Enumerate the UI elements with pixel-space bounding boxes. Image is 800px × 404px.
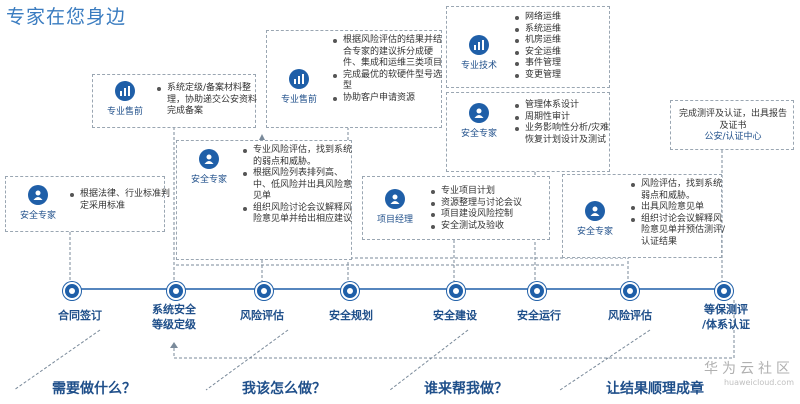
box-item: 出具风险意见单	[631, 202, 729, 214]
stage-certification: 等保测评 /体系认证	[701, 303, 751, 331]
timeline-node	[528, 282, 546, 300]
role-presales: 专业售前	[93, 81, 157, 117]
info-box-operations-tech: 专业技术 网络运维 系统运维 机房运维 安全运维 事件管理 变更管理	[446, 6, 610, 88]
user-icon	[585, 201, 605, 221]
chart-icon	[115, 81, 135, 101]
timeline-node	[715, 282, 733, 300]
box-item: 专业项目计划	[431, 186, 557, 198]
box-item: 管理体系设计	[515, 100, 617, 112]
timeline-node	[621, 282, 639, 300]
box-item: 专业风险评估，找到系统的弱点和威胁。	[243, 145, 355, 168]
box-item: 周期性审计	[515, 112, 617, 124]
watermark-brand: 华为云社区	[704, 361, 794, 377]
info-box-risk-assessment: 安全专家 专业风险评估，找到系统的弱点和威胁。 根据风险列表排列高、中、低风险并…	[176, 140, 352, 260]
box-item: 完成最优的软硬件型号选型	[333, 70, 447, 93]
timeline-node	[63, 282, 81, 300]
stage-construction: 安全建设	[433, 309, 477, 322]
timeline-node	[447, 282, 465, 300]
stage-grading: 系统安全 等级定级	[152, 303, 196, 331]
box-item: 系统定级/备案材料整理，协助递交公安资料完成备案	[157, 83, 261, 118]
user-icon	[28, 185, 48, 205]
role-project-manager: 项目经理	[363, 189, 427, 225]
role-presales: 专业售前	[267, 69, 331, 105]
box-item: 组织讨论会议解释风险意见单并预估测评/认证结果	[631, 214, 729, 249]
user-icon	[385, 189, 405, 209]
info-box-operations-expert: 安全专家 管理体系设计 周期性审计 业务影响性分析/灾难恢复计划设计及测试	[446, 92, 610, 172]
question-what: 需要做什么？	[52, 381, 136, 397]
box-item: 根据风险列表排列高、中、低风险并出具风险意见单	[243, 168, 355, 203]
info-box-standard: 安全专家 根据法律、行业标准判定采用标准	[5, 176, 170, 232]
box-item: 根据法律、行业标准判定采用标准	[70, 189, 171, 211]
stage-contract: 合同签订	[58, 309, 102, 322]
box-item: 机房运维	[515, 35, 615, 47]
role-security-expert: 安全专家	[447, 103, 511, 139]
box-item: 根据风险评估的结果并结合专家的建议拆分成硬件、集成和运维三类项目	[333, 35, 447, 70]
stage-operation: 安全运行	[517, 309, 561, 322]
info-box-construction: 项目经理 专业项目计划 资源整理与讨论会议 项目建设风险控制 安全测试及验收	[362, 176, 550, 240]
question-how: 我该怎么做？	[242, 381, 326, 397]
page-title: 专家在您身边	[6, 6, 127, 28]
box-item: 完成测评及认证，出具报告及证书	[678, 109, 787, 131]
stage-planning: 安全规划	[329, 309, 373, 322]
box-item: 项目建设风险控制	[431, 209, 557, 221]
box-item: 系统运维	[515, 24, 615, 36]
box-item: 协助客户申请资源	[333, 93, 447, 105]
role-security-expert: 安全专家	[563, 201, 627, 237]
box-item: 事件管理	[515, 58, 615, 70]
timeline-node	[341, 282, 359, 300]
box-item: 风险评估，找到系统弱点和威胁。	[631, 179, 729, 202]
info-box-reassessment: 安全专家 风险评估，找到系统弱点和威胁。 出具风险意见单 组织讨论会议解释风险意…	[562, 174, 725, 258]
stage-risk-assessment: 风险评估	[240, 309, 284, 322]
box-item: 资源整理与讨论会议	[431, 198, 557, 210]
box-item: 变更管理	[515, 70, 615, 82]
chart-icon	[469, 35, 489, 55]
question-who: 谁来帮我做？	[424, 381, 508, 397]
watermark-site: huaweicloud.com	[723, 378, 794, 387]
stage-risk-reassessment: 风险评估	[608, 309, 652, 322]
role-technical: 专业技术	[447, 35, 511, 71]
question-result: 让结果顺理成章	[606, 381, 704, 397]
timeline-node	[255, 282, 273, 300]
info-box-presales-grading: 专业售前 系统定级/备案材料整理，协助递交公安资料完成备案	[92, 74, 257, 128]
chart-icon	[289, 69, 309, 89]
box-item: 安全测试及验收	[431, 221, 557, 233]
user-icon	[469, 103, 489, 123]
box-item: 安全运维	[515, 47, 615, 59]
info-box-certification: 完成测评及认证，出具报告及证书 公安/认证中心	[670, 100, 794, 150]
info-box-planning: 专业售前 根据风险评估的结果并结合专家的建议拆分成硬件、集成和运维三类项目 完成…	[266, 30, 442, 128]
role-security-expert: 安全专家	[6, 185, 70, 221]
timeline-node	[167, 282, 185, 300]
certification-center-label: 公安/认证中心	[704, 132, 762, 142]
box-item: 组织风险讨论会议解释风险意见单并给出相应建议	[243, 203, 355, 226]
role-security-expert: 安全专家	[177, 149, 241, 185]
user-icon	[199, 149, 219, 169]
box-item: 业务影响性分析/灾难恢复计划设计及测试	[515, 123, 617, 146]
box-item: 网络运维	[515, 12, 615, 24]
